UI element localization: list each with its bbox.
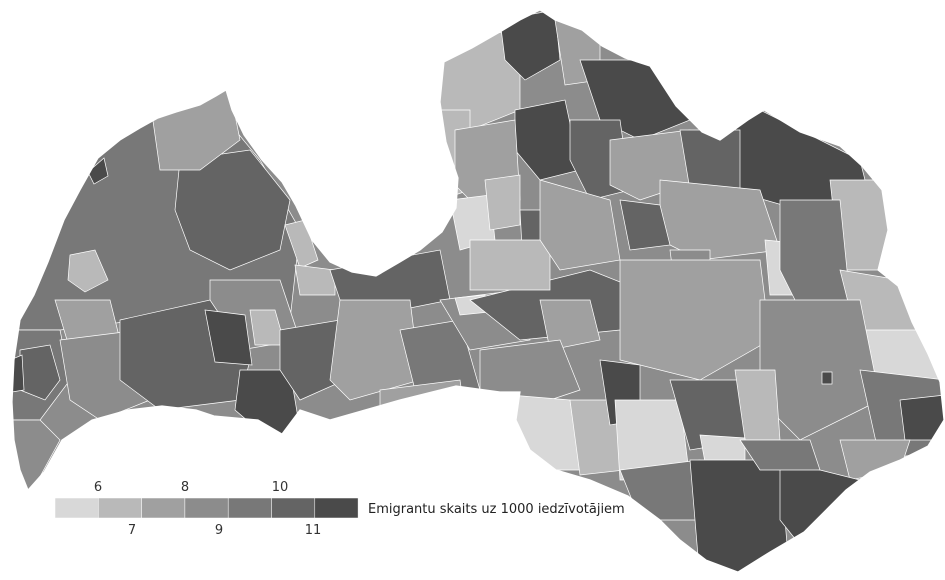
region (67, 249, 109, 293)
region (87, 157, 109, 185)
region (294, 264, 336, 296)
legend-color-box (271, 497, 316, 519)
region (284, 219, 319, 269)
legend-color-box (98, 497, 142, 519)
region (12, 354, 25, 393)
legend-color-box (54, 497, 99, 519)
legend-color-box (184, 497, 229, 519)
region (821, 371, 833, 385)
legend-color-box (314, 497, 359, 519)
region (679, 129, 741, 191)
region (539, 299, 601, 351)
legend-tick-7: 7 (128, 523, 136, 538)
region (619, 199, 671, 251)
legend-title: Emigrantu skaits uz 1000 iedzīvotājiem (368, 502, 625, 517)
region (539, 179, 621, 271)
legend-tick-8: 8 (181, 480, 189, 495)
region (899, 394, 944, 441)
region (619, 259, 771, 381)
region (379, 379, 471, 461)
legend-color-box (227, 497, 272, 519)
region (174, 149, 291, 271)
region (689, 459, 791, 572)
region (204, 309, 253, 366)
region (619, 459, 701, 521)
legend-tick-10: 10 (272, 480, 289, 495)
region (484, 174, 521, 231)
legend-color-box (141, 497, 186, 519)
legend-color-scale (54, 497, 359, 519)
legend-tick-6: 6 (94, 480, 102, 495)
legend-tick-11: 11 (305, 523, 322, 538)
region (469, 239, 551, 291)
region (739, 439, 821, 471)
legend-tick-9: 9 (215, 523, 223, 538)
legend: 6 8 10 7 9 11 Emigrantu skaits uz 1000 i… (54, 480, 625, 538)
region (509, 394, 581, 471)
region (279, 319, 346, 401)
